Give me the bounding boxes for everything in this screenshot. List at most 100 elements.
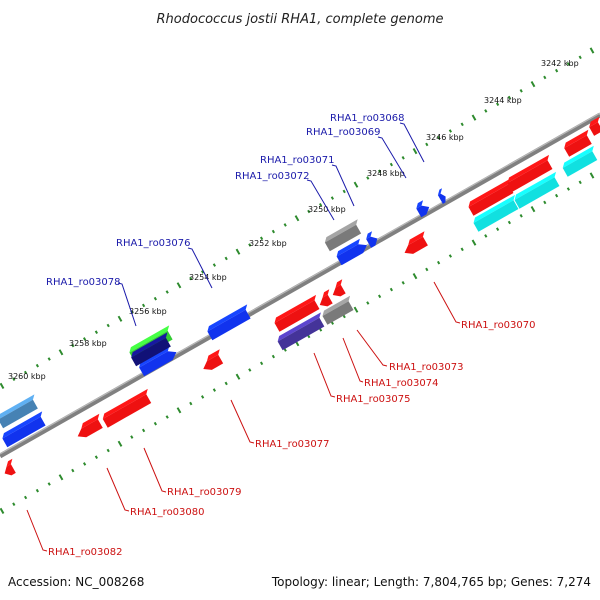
track-tick: [307, 209, 311, 214]
track-tick: [82, 462, 87, 466]
gene-feature-body: [473, 200, 519, 232]
gene-feature[interactable]: [273, 294, 323, 332]
gene-label[interactable]: RHA1_ro03077: [255, 439, 330, 450]
backbone-highlight: [0, 112, 600, 455]
gene-label[interactable]: RHA1_ro03070: [461, 320, 536, 331]
gene-feature[interactable]: [436, 188, 449, 204]
gene-feature-top: [366, 231, 373, 240]
track-tick: [318, 203, 323, 207]
track-tick: [578, 55, 582, 60]
gene-feature[interactable]: [587, 116, 600, 136]
gene-feature-body: [77, 419, 103, 438]
track-tick: [0, 382, 5, 390]
leader-line: [399, 122, 425, 163]
gene-label[interactable]: RHA1_ro03072: [235, 171, 310, 182]
gene-feature[interactable]: [321, 295, 357, 325]
leader-line: [356, 329, 388, 367]
gene-label[interactable]: RHA1_ro03073: [389, 362, 464, 373]
track-tick: [23, 370, 28, 375]
gene-feature[interactable]: [205, 304, 254, 341]
gene-feature-body: [336, 244, 367, 266]
track-tick: [94, 455, 99, 459]
gene-feature[interactable]: [0, 394, 41, 429]
gene-feature[interactable]: [513, 171, 563, 209]
tick-label: 3248 kbp: [367, 169, 405, 178]
gene-feature[interactable]: [400, 231, 431, 257]
reverse-gene-labels: RHA1_ro03070 RHA1_ro03073 RHA1_ro03074 R…: [48, 320, 536, 558]
gene-label[interactable]: RHA1_ro03075: [336, 394, 411, 405]
gene-feature[interactable]: [562, 129, 595, 157]
gene-label[interactable]: RHA1_ro03068: [330, 113, 405, 124]
track-tick: [259, 236, 264, 241]
leader-line: [230, 399, 255, 444]
track-tick: [259, 361, 264, 366]
gene-feature[interactable]: [364, 231, 380, 248]
gene-label[interactable]: RHA1_ro03082: [48, 547, 123, 558]
gene-feature-body: [404, 236, 428, 254]
gene-feature[interactable]: [0, 411, 49, 448]
track-tick: [436, 135, 441, 140]
track-tick: [200, 270, 205, 274]
gene-feature-body: [589, 122, 600, 136]
leader-line: [313, 352, 336, 398]
gene-feature[interactable]: [414, 199, 431, 218]
gene-feature[interactable]: [472, 194, 522, 232]
gene-feature-body: [468, 184, 514, 216]
track-tick: [176, 282, 182, 289]
gene-feature-top: [336, 238, 360, 257]
gene-feature-body: [139, 351, 177, 377]
gene-feature-top: [322, 295, 351, 317]
gene-feature-top: [6, 458, 13, 467]
gene-feature[interactable]: [335, 237, 370, 266]
track-tick: [425, 267, 429, 272]
track-tick: [484, 234, 488, 238]
gene-feature-body: [514, 177, 560, 209]
gene-feature[interactable]: [315, 289, 336, 309]
track-tick: [165, 415, 169, 419]
gene-label[interactable]: RHA1_ro03080: [130, 507, 205, 518]
accession-text: Accession: NC_008268: [8, 575, 144, 589]
gene-feature[interactable]: [73, 413, 106, 441]
gene-feature[interactable]: [561, 145, 600, 177]
track-tick: [200, 395, 205, 399]
gene-feature[interactable]: [323, 219, 365, 252]
gene-label[interactable]: RHA1_ro03069: [306, 127, 381, 138]
gene-feature[interactable]: [199, 349, 227, 373]
track-tick: [366, 301, 370, 305]
gene-feature-top: [514, 171, 557, 201]
gene-feature-top: [473, 194, 516, 224]
map-title: Rhodococcus jostii RHA1, complete genome: [157, 12, 444, 27]
gene-label[interactable]: RHA1_ro03078: [46, 277, 121, 288]
track-tick: [530, 80, 536, 88]
gene-label[interactable]: RHA1_ro03074: [364, 378, 439, 389]
track-tick: [448, 129, 453, 133]
track-tick: [471, 114, 477, 121]
leader-line: [143, 447, 167, 493]
gene-label[interactable]: RHA1_ro03071: [260, 155, 335, 166]
gene-feature[interactable]: [129, 332, 174, 367]
track-tick: [448, 254, 453, 258]
track-tick: [543, 75, 547, 80]
gene-label[interactable]: RHA1_ro03076: [116, 238, 191, 249]
gene-feature[interactable]: [276, 312, 328, 351]
tick-label: 3252 kbp: [249, 239, 287, 248]
track-tick: [82, 337, 87, 341]
track-tick: [212, 388, 217, 392]
gene-feature[interactable]: [0, 458, 19, 478]
gene-label[interactable]: RHA1_ro03079: [167, 487, 242, 498]
track-tick: [366, 176, 370, 180]
gene-feature-top: [131, 332, 168, 358]
track-tick: [507, 220, 512, 225]
track-tick: [235, 248, 241, 255]
gene-feature[interactable]: [467, 178, 517, 216]
gene-feature-top: [102, 388, 148, 420]
gene-feature-top: [0, 394, 35, 420]
leader-lines: [26, 122, 461, 552]
gene-feature-top: [81, 413, 100, 429]
track-tick: [543, 200, 547, 205]
gene-feature-top: [564, 129, 589, 149]
gene-feature[interactable]: [101, 388, 155, 428]
gene-feature[interactable]: [328, 279, 349, 299]
gene-feature[interactable]: [506, 154, 556, 192]
